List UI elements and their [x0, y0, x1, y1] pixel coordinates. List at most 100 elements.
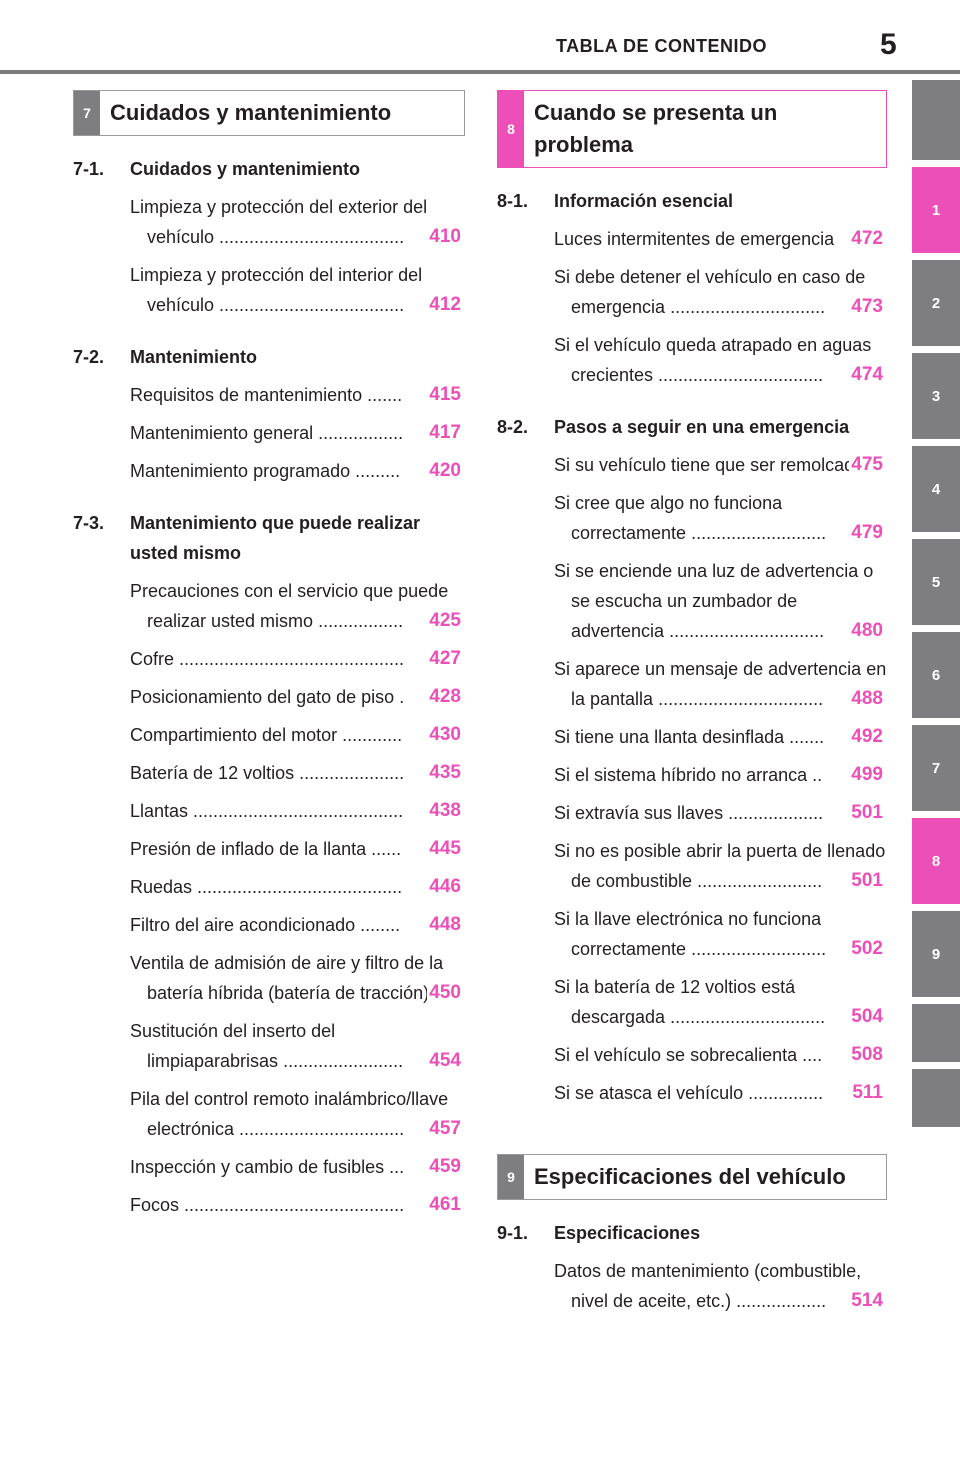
page-ref[interactable]: 459: [427, 1152, 461, 1182]
toc-entry[interactable]: Si se enciende una luz de advertencia o …: [554, 556, 887, 646]
subsection-number: 7-3.: [73, 513, 105, 533]
chapter-tab-8[interactable]: 8: [912, 818, 960, 904]
toc-entry[interactable]: Si no es posible abrir la puerta de llen…: [554, 836, 887, 896]
toc-entry[interactable]: Cofre ..................................…: [130, 644, 465, 674]
page-ref[interactable]: 508: [849, 1040, 883, 1070]
page-ref[interactable]: 504: [849, 1002, 883, 1032]
chapter-tab-4[interactable]: 4: [912, 446, 960, 532]
page-ref[interactable]: 417: [427, 418, 461, 448]
chapter-tab-9[interactable]: 9: [912, 911, 960, 997]
chapter-tab-blank[interactable]: [912, 80, 960, 160]
entry-text: Si se enciende una luz de advertencia o …: [554, 556, 887, 646]
page-ref[interactable]: 457: [427, 1114, 461, 1144]
page-ref[interactable]: 472: [849, 224, 883, 254]
page-ref[interactable]: 479: [849, 518, 883, 548]
entry-text: Ruedas .................................…: [130, 872, 465, 902]
toc-entry[interactable]: Compartimiento del motor ............430: [130, 720, 465, 750]
page-ref[interactable]: 438: [427, 796, 461, 826]
dot-leader: .................: [313, 611, 404, 631]
toc-entry[interactable]: Si la llave electrónica no funciona corr…: [554, 904, 887, 964]
chapter-tab-7[interactable]: 7: [912, 725, 960, 811]
entry-text: Si el sistema híbrido no arranca ..: [554, 760, 887, 790]
toc-entry[interactable]: Mantenimiento programado .........420: [130, 456, 465, 486]
page-ref[interactable]: 473: [849, 292, 883, 322]
page-ref[interactable]: 514: [849, 1286, 883, 1316]
page-ref[interactable]: 427: [427, 644, 461, 674]
toc-entry[interactable]: Ruedas .................................…: [130, 872, 465, 902]
toc-entry[interactable]: Si el sistema híbrido no arranca ..499: [554, 760, 887, 790]
page-ref[interactable]: 499: [849, 760, 883, 790]
page-ref[interactable]: 425: [427, 606, 461, 636]
entry-text: Limpieza y protección del exterior del v…: [130, 192, 465, 252]
toc-entry[interactable]: Llantas ................................…: [130, 796, 465, 826]
page-ref[interactable]: 448: [427, 910, 461, 940]
page-ref[interactable]: 511: [850, 1078, 883, 1108]
chapter-tab-2[interactable]: 2: [912, 260, 960, 346]
chapter-tab-blank[interactable]: [912, 1004, 960, 1062]
page-ref[interactable]: 445: [427, 834, 461, 864]
page-ref[interactable]: 492: [849, 722, 883, 752]
toc-entry[interactable]: Mantenimiento general .................4…: [130, 418, 465, 448]
entry-text: Si debe detener el vehículo en caso de e…: [554, 262, 887, 322]
entry-text: Si su vehículo tiene que ser remolcado: [554, 450, 887, 480]
chapter-tab-3[interactable]: 3: [912, 353, 960, 439]
page-ref[interactable]: 502: [849, 934, 883, 964]
dot-leader: ...............: [743, 1083, 824, 1103]
page-ref[interactable]: 480: [849, 616, 883, 646]
toc-entry[interactable]: Pila del control remoto inalámbrico/llav…: [130, 1084, 465, 1144]
toc-entry[interactable]: Sustitución del inserto del limpiaparabr…: [130, 1016, 465, 1076]
toc-entry[interactable]: Si debe detener el vehículo en caso de e…: [554, 262, 887, 322]
entry-text: Presión de inflado de la llanta ......: [130, 834, 465, 864]
toc-entry[interactable]: Posicionamiento del gato de piso .428: [130, 682, 465, 712]
page-ref[interactable]: 475: [849, 450, 883, 480]
chapter-tab-blank[interactable]: [912, 1069, 960, 1127]
page-ref[interactable]: 446: [427, 872, 461, 902]
section-title: Cuando se presenta un problema: [534, 100, 778, 157]
toc-entry[interactable]: Datos de mantenimiento (combustible, niv…: [554, 1256, 887, 1316]
toc-entry[interactable]: Si el vehículo queda atrapado en aguas c…: [554, 330, 887, 390]
toc-entry[interactable]: Presión de inflado de la llanta ......44…: [130, 834, 465, 864]
page-ref[interactable]: 410: [427, 222, 461, 252]
toc-entry[interactable]: Si extravía sus llaves .................…: [554, 798, 887, 828]
entry-title: Sustitución del inserto del limpiaparabr…: [130, 1021, 336, 1071]
toc-entry[interactable]: Inspección y cambio de fusibles ...459: [130, 1152, 465, 1182]
toc-entry[interactable]: Precauciones con el servicio que puede r…: [130, 576, 465, 636]
toc-entry[interactable]: Limpieza y protección del exterior del v…: [130, 192, 465, 252]
page-ref[interactable]: 415: [427, 380, 461, 410]
page-ref[interactable]: 450: [427, 978, 461, 1008]
toc-entry[interactable]: Luces intermitentes de emergencia 472: [554, 224, 887, 254]
toc-entry[interactable]: Si se atasca el vehículo ...............…: [554, 1078, 887, 1108]
page-ref[interactable]: 454: [427, 1046, 461, 1076]
page-ref[interactable]: 435: [427, 758, 461, 788]
toc-entry[interactable]: Filtro del aire acondicionado ........44…: [130, 910, 465, 940]
page-ref[interactable]: 501: [849, 798, 883, 828]
page-ref[interactable]: 461: [427, 1190, 461, 1220]
toc-entry[interactable]: Si el vehículo se sobrecalienta ....508: [554, 1040, 887, 1070]
page-ref[interactable]: 488: [849, 684, 883, 714]
chapter-tab-5[interactable]: 5: [912, 539, 960, 625]
toc-entry[interactable]: Si cree que algo no funciona correctamen…: [554, 488, 887, 548]
toc-entry[interactable]: Limpieza y protección del interior del v…: [130, 260, 465, 320]
page-ref[interactable]: 501: [849, 866, 883, 896]
entry-title: Si no es posible abrir la puerta de llen…: [554, 841, 886, 891]
page-ref[interactable]: 474: [849, 360, 883, 390]
toc-entry[interactable]: Si su vehículo tiene que ser remolcado 4…: [554, 450, 887, 480]
page-ref[interactable]: 420: [427, 456, 461, 486]
toc-entry[interactable]: Si tiene una llanta desinflada .......49…: [554, 722, 887, 752]
page-ref[interactable]: 412: [427, 290, 461, 320]
entry-text: Si se atasca el vehículo ...............: [554, 1078, 887, 1108]
toc-entry[interactable]: Requisitos de mantenimiento .......415: [130, 380, 465, 410]
toc-entry[interactable]: Si aparece un mensaje de advertencia en …: [554, 654, 887, 714]
toc-entry[interactable]: Batería de 12 voltios ..................…: [130, 758, 465, 788]
section-number: 9: [498, 1155, 524, 1199]
running-header-title: TABLA DE CONTENIDO: [556, 36, 767, 56]
page-ref[interactable]: 430: [427, 720, 461, 750]
dot-leader: ........: [355, 915, 401, 935]
toc-entry[interactable]: Focos ..................................…: [130, 1190, 465, 1220]
page-ref[interactable]: 428: [427, 682, 461, 712]
chapter-tab-1[interactable]: 1: [912, 167, 960, 253]
chapter-tab-6[interactable]: 6: [912, 632, 960, 718]
toc-entry[interactable]: Ventila de admisión de aire y filtro de …: [130, 948, 465, 1008]
toc-entry[interactable]: Si la batería de 12 voltios está descarg…: [554, 972, 887, 1032]
